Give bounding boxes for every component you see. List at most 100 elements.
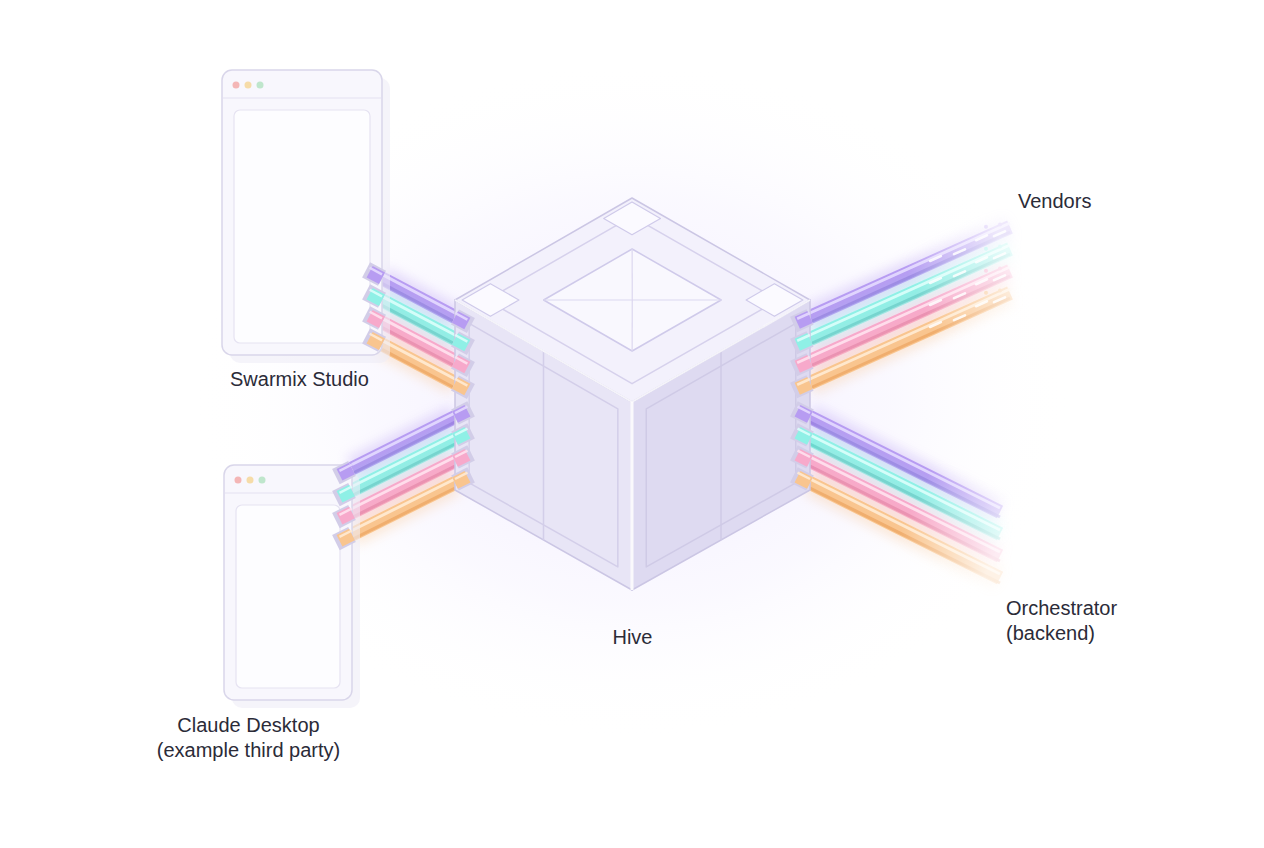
flow-bar-shadow <box>382 349 455 388</box>
cube-pyramid <box>544 249 722 351</box>
streak-dash <box>930 278 941 283</box>
window-illustration <box>222 70 382 400</box>
cube-groove <box>646 323 796 567</box>
bundle-bars <box>810 413 1000 583</box>
streak-dot <box>984 269 988 273</box>
socket-bar-highlight <box>455 407 468 413</box>
socket-slot <box>794 339 810 346</box>
socket <box>366 268 382 345</box>
window <box>222 70 390 363</box>
socket-bar-highlight <box>455 429 468 435</box>
flow-bar-shadow <box>810 466 1000 561</box>
cube-pyramid-edge <box>632 249 633 300</box>
flow-bar-highlight <box>810 479 1000 574</box>
node-label: Orchestrator (backend) <box>1006 596 1132 646</box>
streak-dash <box>994 275 1005 280</box>
socket-bar-highlight <box>455 379 467 386</box>
streak-dot <box>984 225 988 229</box>
flow-bar <box>382 344 455 383</box>
socket <box>336 465 352 543</box>
window-frame <box>224 465 352 700</box>
cube-top-face <box>455 198 810 402</box>
flow-bar-highlight <box>352 479 455 531</box>
flow-bar-glow <box>810 293 1010 383</box>
socket-bar-highlight <box>797 407 810 413</box>
streak-dash <box>930 322 941 327</box>
flow-bar <box>810 293 1010 383</box>
flow-bar-shadow <box>810 488 1000 583</box>
app-window: Swarmix Studio <box>222 70 382 400</box>
window-title-bar <box>225 492 351 493</box>
streak-dash <box>976 301 987 306</box>
socket-bar-highlight <box>797 379 810 385</box>
cube-pyramid-edge <box>632 300 633 351</box>
flow-bar-shadow <box>810 276 1010 366</box>
data-streak <box>930 223 1005 328</box>
streak-dot <box>998 267 1002 271</box>
streak-dash <box>954 271 965 276</box>
socket-bar-highlight <box>339 487 352 493</box>
flow-bar-glow <box>382 344 455 383</box>
socket-slot <box>794 361 810 368</box>
cube <box>455 198 810 590</box>
streak-dot <box>998 245 1002 249</box>
socket-bar-highlight <box>797 429 810 435</box>
streak-dash <box>930 256 941 261</box>
flow-bar <box>352 483 455 535</box>
cube-highlight <box>632 300 810 402</box>
cube-highlight <box>455 300 632 402</box>
data-bundle <box>810 413 1000 583</box>
window-dot <box>247 477 254 484</box>
cube-pyramid-edge <box>544 299 633 300</box>
socket-bar-highlight <box>797 451 810 457</box>
window-pane <box>236 505 340 688</box>
socket-bar-highlight <box>797 357 810 363</box>
socket-bar-highlight <box>370 268 382 275</box>
socket-bar-highlight <box>339 531 352 537</box>
streak-dot <box>998 223 1002 227</box>
flow-bar-glow <box>352 483 455 535</box>
data-bundle <box>810 223 1010 389</box>
bundle-bars <box>382 274 455 388</box>
window-frame <box>222 70 382 355</box>
socket-bar-highlight <box>455 313 467 320</box>
cube-corner-block <box>462 284 519 317</box>
streak-dash <box>976 279 987 284</box>
socket-bar-highlight <box>455 473 468 479</box>
streak-dash <box>976 257 987 262</box>
cube-groove <box>469 323 618 567</box>
flow-bar-highlight <box>382 340 455 379</box>
node-label: Vendors <box>1018 189 1091 214</box>
socket-bar-highlight <box>455 451 468 457</box>
window-dot <box>257 82 264 89</box>
socket-bar-highlight <box>370 312 382 319</box>
socket-slot <box>794 383 810 390</box>
cube-illustration <box>455 195 810 660</box>
socket-bar-highlight <box>339 509 352 515</box>
streak-dot <box>984 247 988 251</box>
streak-dash <box>994 253 1005 258</box>
flow-bar-shadow <box>352 488 455 540</box>
app-window: Claude Desktop (example third party) <box>145 465 352 765</box>
socket <box>794 407 810 483</box>
streak-dash <box>954 249 965 254</box>
flow-bar-shadow <box>810 298 1010 388</box>
socket-bar-highlight <box>370 290 382 297</box>
data-bundle <box>352 413 455 540</box>
window <box>224 465 360 708</box>
socket-bar-highlight <box>797 335 810 341</box>
glow <box>192 60 1072 740</box>
streak-dash <box>994 297 1005 302</box>
socket-slot <box>794 317 810 324</box>
node-label: Swarmix Studio <box>230 367 369 392</box>
window-depth <box>230 78 390 363</box>
socket <box>794 313 810 390</box>
socket-bar-highlight <box>455 357 467 364</box>
node-label: Claude Desktop (example third party) <box>145 713 352 763</box>
socket <box>455 313 471 391</box>
socket-bar-highlight <box>797 313 810 319</box>
flow-bar-glow <box>810 483 1000 578</box>
backend-endpoint: Orchestrator (backend) <box>1000 500 1136 650</box>
streak-dash <box>976 235 987 240</box>
streak-dash <box>954 315 965 320</box>
